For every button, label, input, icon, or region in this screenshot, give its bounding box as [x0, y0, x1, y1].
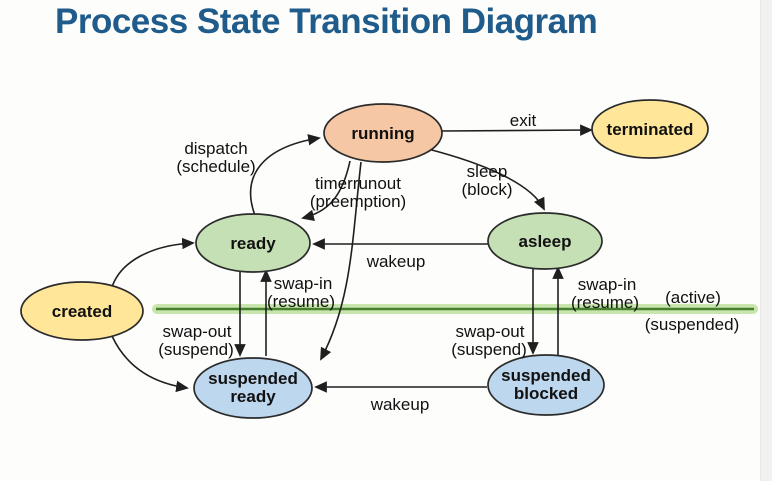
region-label-active: (active)	[665, 288, 721, 307]
node-asleep-label: asleep	[519, 232, 572, 251]
edge-label-timerrunout-line2: (preemption)	[310, 192, 406, 211]
edge-label-swap-in-left-line2: (resume)	[267, 292, 335, 311]
edge-created-to-suspended-ready	[111, 335, 189, 393]
edge-label-swap-out-right-line2: (suspend)	[451, 340, 527, 359]
edge-label-sleep-line1: sleep	[467, 162, 508, 181]
edge-dispatch	[249, 134, 321, 219]
region-label-suspended: (suspended)	[645, 315, 740, 334]
edge-timerrunout	[301, 160, 351, 221]
edge-exit	[441, 124, 593, 136]
node-suspended-blocked	[487, 354, 605, 416]
edge-label-swap-out-left-line2: (suspend)	[158, 340, 234, 359]
edge-label-sleep-line2: (block)	[461, 180, 512, 199]
node-asleep	[487, 212, 603, 270]
node-ready	[195, 213, 311, 273]
node-running-label: running	[351, 124, 414, 143]
node-suspended-ready-label-line1: suspended	[208, 369, 298, 388]
node-created	[20, 281, 144, 341]
edge-label-dispatch-line2: (schedule)	[176, 157, 255, 176]
node-suspended-ready	[193, 357, 313, 419]
node-terminated	[591, 99, 709, 159]
edge-label-timerrunout-line1: timerrunout	[315, 174, 401, 193]
edge-label-exit: exit	[510, 111, 537, 130]
edge-label-dispatch-line1: dispatch	[184, 139, 247, 158]
edge-label-swap-out-left-line1: swap-out	[163, 322, 232, 341]
edge-label-wakeup-bottom: wakeup	[370, 395, 430, 414]
edge-label-swap-in-left-line1: swap-in	[274, 274, 333, 293]
node-terminated-label: terminated	[607, 120, 694, 139]
window-edge-strip	[760, 0, 772, 481]
edge-label-swap-out-right-line1: swap-out	[456, 322, 525, 341]
edge-created-to-ready	[111, 237, 195, 288]
node-suspended-blocked-label-line1: suspended	[501, 366, 591, 385]
node-suspended-blocked-label-line2: blocked	[514, 384, 578, 403]
page-title: Process State Transition Diagram	[55, 2, 598, 41]
edge-running-to-suspended-ready	[320, 161, 362, 361]
edge-label-wakeup-top: wakeup	[366, 252, 426, 271]
node-ready-label: ready	[230, 234, 276, 253]
node-running	[323, 103, 443, 163]
edge-label-swap-in-right-line2: (resume)	[571, 293, 639, 312]
node-suspended-ready-label-line2: ready	[230, 387, 276, 406]
edge-label-swap-in-right-line1: swap-in	[578, 275, 637, 294]
node-created-label: created	[52, 302, 112, 321]
edge-sleep	[427, 148, 545, 211]
